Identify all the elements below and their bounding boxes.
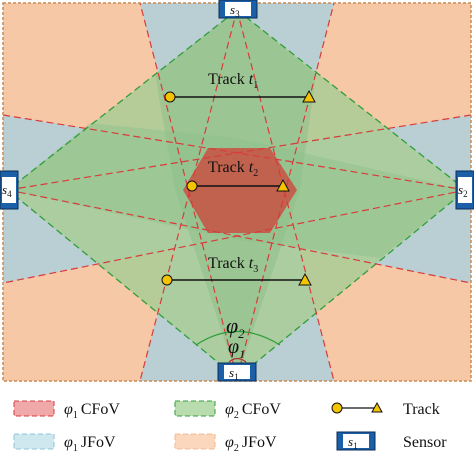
track-3-label: Track t3	[208, 255, 258, 275]
track-2: Track t2	[186, 159, 290, 192]
svg-text:s1: s1	[348, 434, 358, 451]
legend-track: Track	[331, 401, 440, 418]
phi1-cfov-region	[183, 148, 297, 233]
track-3-start-point	[161, 274, 173, 286]
sensor-s2: s2	[455, 170, 474, 210]
svg-text:Track: Track	[403, 401, 440, 418]
svg-text:Sensor: Sensor	[403, 434, 447, 451]
sensor-s1: s1	[217, 362, 257, 382]
phi1-angle-label: φ1	[228, 336, 245, 361]
track-1-start-point	[164, 91, 176, 103]
sensor-s1-label: s1	[229, 365, 239, 382]
track-2-end-marker	[276, 178, 290, 192]
sensor-s3-label: s3	[230, 2, 240, 19]
sensor-s4: s4	[0, 170, 19, 210]
track-1-end-marker	[302, 89, 316, 103]
sensor-s3: s3	[218, 0, 258, 19]
track-3: Track t3	[161, 255, 312, 286]
sensor-s2-label: s2	[458, 182, 468, 199]
track-1: Track t1	[164, 71, 316, 103]
legend-sensor: s1 Sensor	[336, 431, 447, 451]
track-2-label: Track t2	[208, 159, 258, 179]
sensor-s4-label: s4	[2, 182, 12, 199]
track-2-start-point	[186, 180, 198, 192]
phi2-angle-label: φ2	[226, 313, 245, 341]
phi1-angle-arc	[228, 357, 247, 363]
track-3-end-marker	[298, 272, 312, 286]
track-1-label: Track t1	[208, 71, 258, 91]
phi2-angle-arc	[195, 330, 281, 346]
